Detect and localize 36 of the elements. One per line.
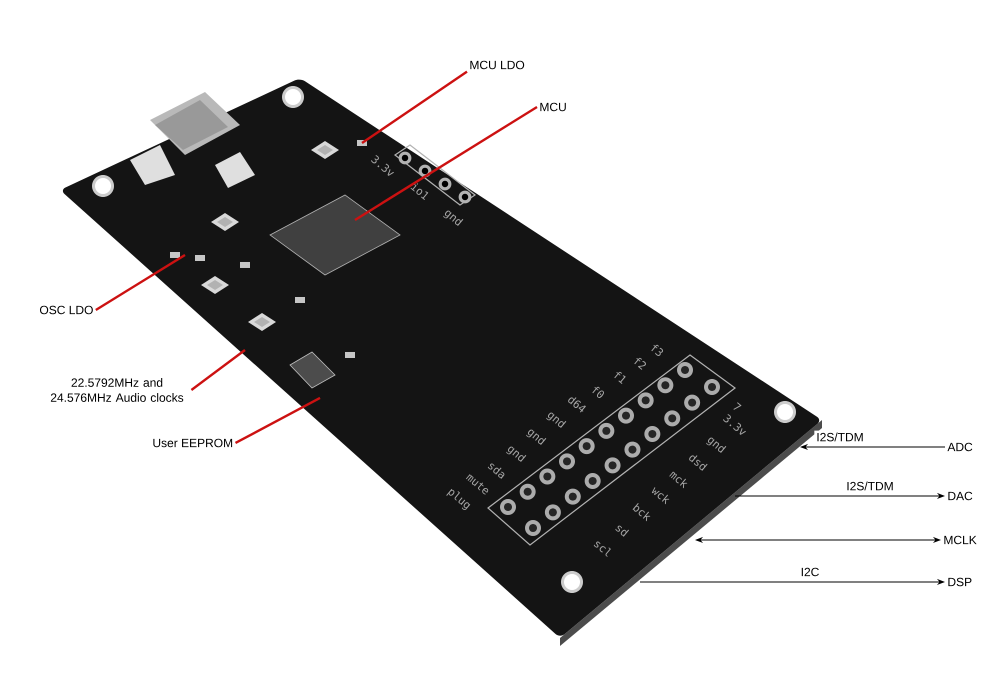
pin-label: dsd — [689, 455, 708, 471]
callout-label: User EEPROM — [153, 438, 232, 448]
pin-label: gnd — [546, 412, 566, 428]
pin-label: f3 — [651, 344, 664, 356]
pin-label: f0 — [592, 386, 604, 398]
pin-label: sda — [488, 464, 504, 479]
pin-label: sd — [615, 526, 630, 537]
edge-label: I2S/TDM — [814, 430, 866, 444]
pin-label: mck — [669, 472, 688, 488]
pin-label: f2 — [634, 358, 646, 370]
leader-line — [190, 349, 246, 391]
pin-label: gnd — [443, 210, 464, 226]
pin-label: gnd — [526, 430, 546, 446]
pin-label: bck — [632, 502, 650, 522]
callout-label: MCU — [540, 102, 566, 112]
pin-label: scl — [594, 542, 611, 557]
leader-line — [354, 106, 538, 221]
leader-line — [234, 396, 321, 444]
leader-line — [95, 254, 186, 311]
edge-label: I2C — [798, 566, 822, 578]
callout-label: MCLK — [944, 536, 977, 544]
callout-label: 22.5792MHz and 24.576MHz Audio clocks — [50, 378, 184, 402]
callout-label: DAC — [948, 492, 972, 500]
leader-line — [361, 70, 468, 144]
pin-label: gnd — [506, 446, 526, 462]
pin-label: gnd — [706, 438, 726, 454]
callout-label: OSC LDO — [40, 306, 93, 314]
pin-label: wck — [652, 487, 670, 504]
callout-label: MCU LDO — [470, 60, 524, 70]
callout-label: ADC — [947, 442, 972, 452]
pin-label: d64 — [568, 397, 586, 412]
callout-label: DSP — [948, 578, 972, 586]
edge-label: I2S/TDM — [844, 480, 896, 492]
pin-label: 7 — [733, 402, 742, 410]
pin-label: io1 — [410, 183, 428, 200]
pin-label: f1 — [614, 372, 626, 384]
